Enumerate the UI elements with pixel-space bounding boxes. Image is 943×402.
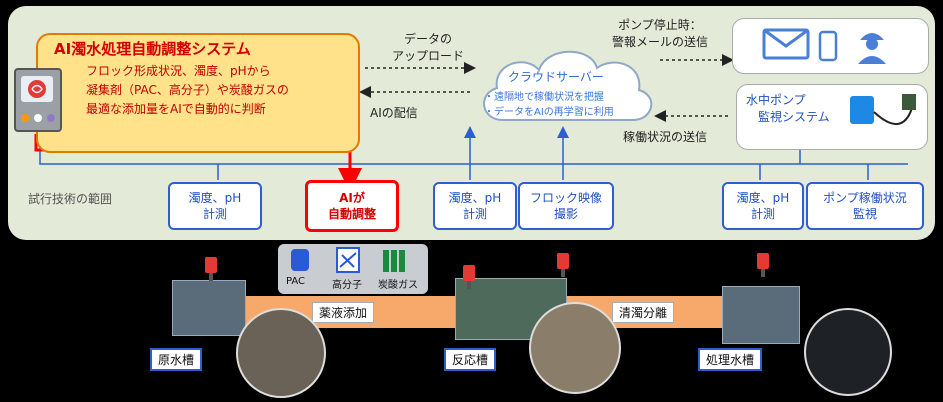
deliver-label: AIの配信 (370, 106, 418, 120)
box-line: フロック映像 (529, 191, 602, 205)
turbidity-ph-measure-box: 濁度、pH 計測 (722, 182, 804, 230)
brain-icon (21, 76, 53, 102)
indicator-light (21, 114, 29, 122)
scope-label: 試行技術の範囲 (28, 192, 113, 206)
upload-label-line: アップロード (392, 49, 465, 63)
box-line: 濁度、pH (188, 191, 242, 205)
box-line: 計測 (462, 207, 487, 221)
box-line: ポンプ稼働状況 (823, 191, 907, 205)
pump-monitor-line: 水中ポンプ (746, 93, 806, 107)
alert-label-line: 警報メールの送信 (612, 35, 709, 49)
desc-line: 凝集剤（PAC、高分子）や炭酸ガスの (86, 83, 289, 97)
alert-label: ポンプ停止時： 警報メールの送信 (612, 16, 708, 50)
phone-icon (818, 30, 838, 66)
process-step-label: 清濁分離 (612, 302, 675, 323)
chemical-label: 高分子 (332, 280, 362, 291)
floc-sample-photo (529, 302, 621, 394)
tank-label: 反応槽 (444, 348, 497, 371)
cloud-title: クラウドサーバー (508, 70, 604, 84)
process-step-label: 薬液添加 (312, 302, 375, 323)
box-line: 監視 (852, 207, 877, 221)
sensor-icon (756, 252, 770, 282)
pump-device-icon (842, 88, 922, 144)
desc-line: フロック形成状況、濁度、pHから (86, 64, 271, 78)
polymer-icon (336, 247, 360, 277)
box-line: 撮影 (553, 207, 578, 221)
mail-icon (762, 28, 810, 64)
box-line: 濁度、pH (736, 191, 790, 205)
sensor-icon (204, 256, 218, 286)
indicator-light (34, 114, 42, 122)
sensor-icon (462, 264, 476, 294)
cloud-item: ・遠隔地で稼働状況を把握 (484, 92, 604, 103)
treated-water-sample-photo (804, 308, 892, 396)
cloud-icon (483, 50, 653, 121)
box-line: 計測 (202, 207, 227, 221)
pac-tank-icon (289, 247, 311, 277)
ai-system-description: フロック形成状況、濁度、pHから 凝集剤（PAC、高分子）や炭酸ガスの 最適な添… (86, 62, 289, 119)
ai-system-title: AI濁水処理自動調整システム (54, 40, 251, 58)
co2-cylinder-icon (381, 246, 411, 278)
cloud-item: ・データをAIの再学習に利用 (484, 107, 614, 118)
camera-icon (556, 252, 570, 282)
pump-monitor-bubble (736, 84, 928, 150)
floc-video-box: フロック映像撮影 (518, 182, 614, 230)
indicator-light (47, 114, 55, 122)
box-line: 計測 (750, 207, 775, 221)
alert-label-line: ポンプ停止時： (618, 18, 702, 32)
desc-line: 最適な添加量をAIで自動的に判断 (86, 102, 266, 116)
raw-water-tank-photo (172, 280, 246, 336)
pump-monitor-line: 監視システム (758, 110, 830, 124)
box-line: 濁度、pH (448, 191, 502, 205)
pump-monitor-label: 水中ポンプ 監視システム (746, 92, 830, 126)
chemical-label: 炭酸ガス (378, 280, 418, 291)
ai-auto-adjust-box: AIが自動調整 (305, 180, 399, 232)
pump-status-monitor-box: ポンプ稼働状況監視 (806, 182, 924, 230)
status-label: 稼働状況の送信 (623, 130, 708, 144)
turbidity-ph-measure-box: 濁度、pH 計測 (433, 182, 517, 230)
tank-label: 処理水槽 (698, 348, 763, 371)
upload-label-line: データの (404, 32, 453, 46)
chemical-label: PAC (286, 276, 306, 287)
box-line: AIが (339, 191, 365, 205)
raw-water-sample-photo (236, 308, 326, 398)
controller-device (14, 68, 62, 132)
ai-system-box (36, 33, 360, 153)
upload-label: データの アップロード (392, 30, 464, 64)
tank-label: 原水槽 (150, 348, 203, 371)
treated-water-tank-photo (722, 286, 800, 344)
turbidity-ph-measure-box: 濁度、pH 計測 (168, 182, 262, 230)
box-line: 自動調整 (327, 207, 376, 221)
worker-icon (852, 24, 892, 68)
